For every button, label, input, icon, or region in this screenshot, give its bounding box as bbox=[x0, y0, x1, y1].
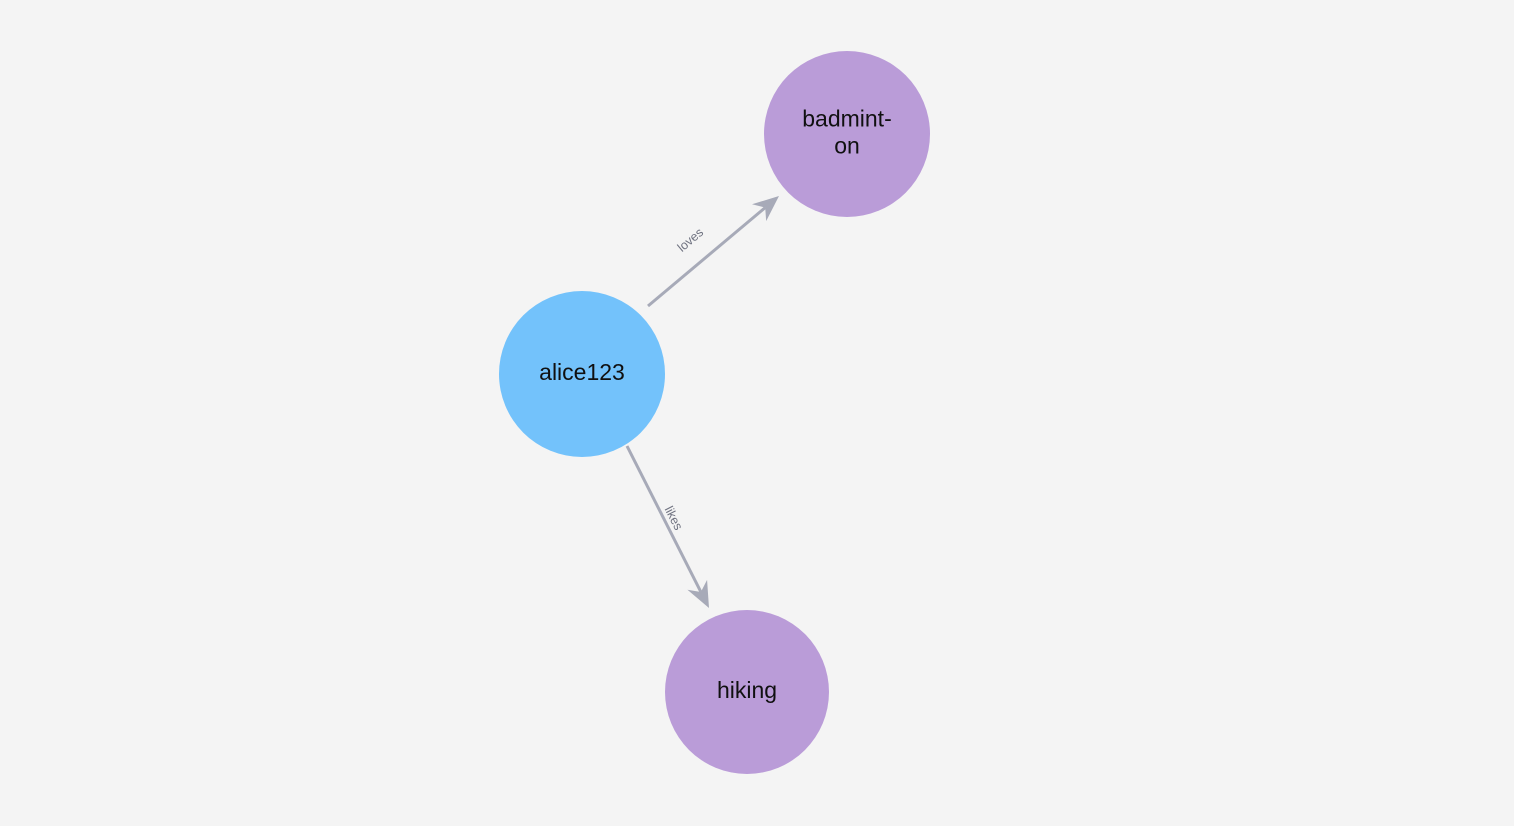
edges-layer bbox=[625, 196, 779, 608]
edge-line bbox=[625, 445, 703, 593]
edge-labels-layer: loves likes bbox=[662, 225, 706, 532]
edge-arrowhead-icon bbox=[687, 579, 709, 608]
graph-node-hiking[interactable]: hiking bbox=[665, 610, 829, 774]
edge-label: loves bbox=[675, 225, 706, 254]
graph-edge[interactable] bbox=[647, 196, 779, 308]
nodes-layer: alice123 badmint-on hiking bbox=[499, 51, 930, 774]
graph-edge[interactable] bbox=[625, 445, 709, 608]
node-circle[interactable] bbox=[764, 51, 930, 217]
graph-node-alice123[interactable]: alice123 bbox=[499, 291, 665, 457]
edge-label: likes bbox=[662, 504, 686, 533]
node-circle[interactable] bbox=[499, 291, 665, 457]
graph-node-badminton[interactable]: badmint-on bbox=[764, 51, 930, 217]
edge-arrowhead-icon bbox=[752, 196, 779, 222]
edge-line bbox=[647, 206, 767, 308]
node-circle[interactable] bbox=[665, 610, 829, 774]
